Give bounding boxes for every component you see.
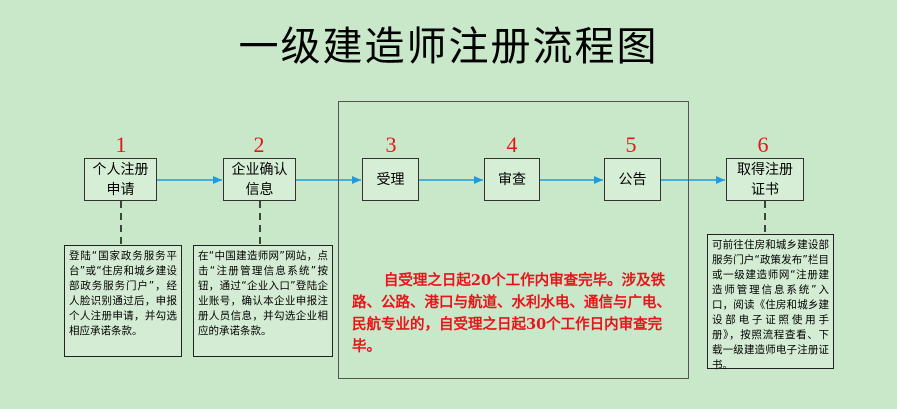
step-5-number: 5 [625, 132, 637, 157]
step-1-label-line1: 个人注册 [92, 161, 149, 178]
step-3-number: 3 [385, 132, 397, 157]
step-6-label-line1: 取得注册 [737, 161, 793, 178]
step-2-label-line1: 企业确认 [231, 161, 288, 178]
step-announcement[interactable]: 公告 [604, 158, 661, 201]
review-period-text: 自受理之日起20个工作内审查完毕。涉及铁路、公路、港口与航道、水利水电、通信与广… [352, 272, 671, 355]
note-step-2: 在“中国建造师网”网站，点击“注册管理信息系统”按钮，通过“企业入口”登陆企业账… [193, 245, 333, 357]
page-title: 一级建造师注册流程图 [238, 24, 659, 70]
step-6-number: 6 [757, 132, 769, 157]
step-review[interactable]: 审查 [484, 158, 540, 201]
step-company-confirm[interactable]: 企业确认 信息 [223, 158, 296, 201]
step-2-label-line2: 信息 [245, 181, 274, 198]
step-1-number: 1 [115, 132, 127, 157]
step-1-label-line2: 申请 [106, 181, 135, 198]
step-4-label: 审查 [498, 171, 526, 188]
step-6-label-line2: 证书 [751, 181, 779, 198]
note-step-6: 可前往住房和城乡建设部服务门户“政策发布”栏目或一级建造师网“注册建造师管理信息… [707, 234, 834, 371]
step-acceptance[interactable]: 受理 [362, 158, 419, 201]
step-5-label: 公告 [618, 171, 647, 188]
step-obtain-certificate[interactable]: 取得注册 证书 [726, 158, 804, 201]
review-period-box [338, 101, 689, 379]
step-2-number: 2 [253, 132, 265, 157]
step-personal-application[interactable]: 个人注册 申请 [84, 158, 157, 201]
note-step-1: 登陆“国家政务服务平台”或“住房和城乡建设部政务服务门户”，经人脸识别通过后，申… [64, 245, 182, 357]
step-4-number: 4 [506, 132, 518, 157]
step-3-label: 受理 [376, 171, 405, 188]
